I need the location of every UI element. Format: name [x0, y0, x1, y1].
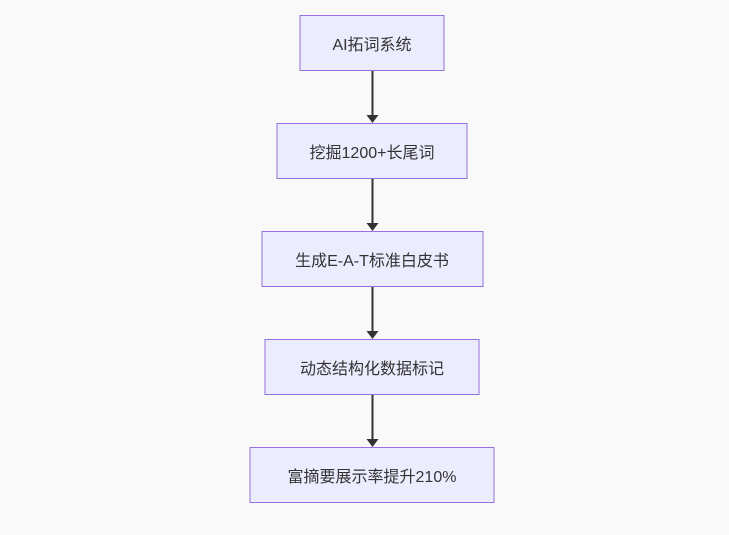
- flow-node-eat-whitepaper: 生成E-A-T标准白皮书: [261, 231, 483, 287]
- flow-node-label: 富摘要展示率提升210%: [287, 469, 457, 486]
- flow-node-longtail-mining: 挖掘1200+长尾词: [276, 123, 468, 179]
- flow-node-label: 挖掘1200+长尾词: [309, 145, 435, 162]
- flow-arrow-4: [366, 395, 378, 447]
- arrow-shaft: [371, 287, 373, 331]
- arrow-shaft: [371, 179, 373, 223]
- arrow-shaft: [371, 71, 373, 115]
- flow-node-rich-snippet-result: 富摘要展示率提升210%: [249, 447, 495, 503]
- flow-node-label: 生成E-A-T标准白皮书: [295, 253, 449, 270]
- arrowhead-down-icon: [366, 439, 378, 447]
- arrowhead-down-icon: [366, 115, 378, 123]
- arrowhead-down-icon: [366, 223, 378, 231]
- flow-node-structured-data-markup: 动态结构化数据标记: [264, 339, 480, 395]
- flow-arrow-1: [366, 71, 378, 123]
- flowchart: AI拓词系统 挖掘1200+长尾词 生成E-A-T标准白皮书 动态结构化数据标记…: [249, 15, 495, 503]
- arrow-shaft: [371, 395, 373, 439]
- flow-node-label: AI拓词系统: [332, 37, 412, 54]
- flow-node-label: 动态结构化数据标记: [299, 361, 444, 378]
- flow-node-ai-keyword-system: AI拓词系统: [299, 15, 445, 71]
- flow-arrow-3: [366, 287, 378, 339]
- arrowhead-down-icon: [366, 331, 378, 339]
- flow-arrow-2: [366, 179, 378, 231]
